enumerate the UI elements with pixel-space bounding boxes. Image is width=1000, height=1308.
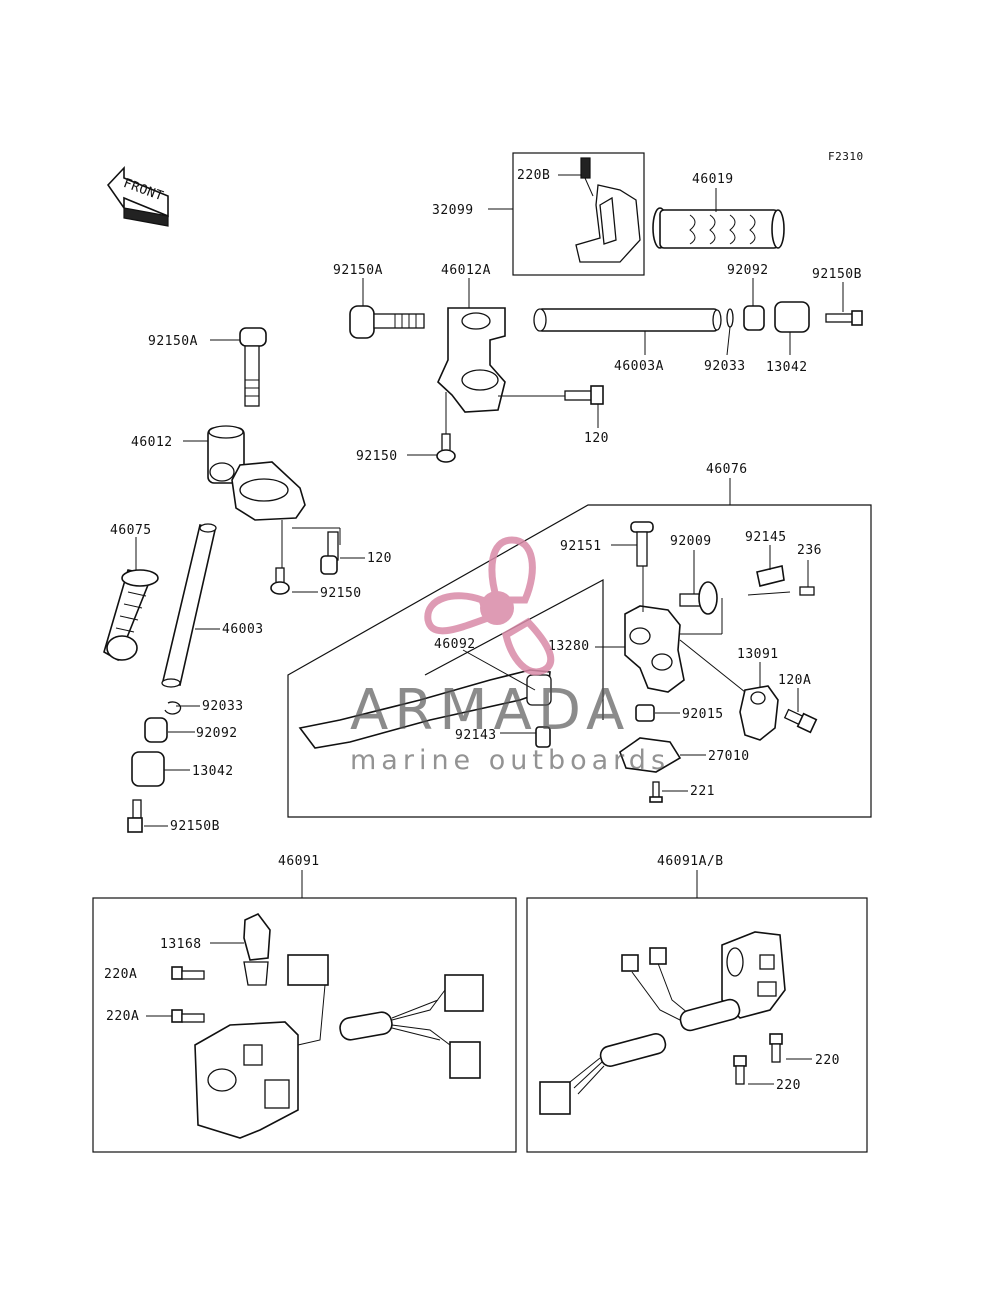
grip-46019-part [652, 207, 785, 249]
label-46019: 46019 [692, 172, 734, 187]
label-221: 221 [690, 784, 715, 799]
label-92145: 92145 [745, 530, 787, 545]
screw-220A-2-part [171, 1009, 205, 1023]
weight-92092-top-part [743, 305, 765, 331]
bushing-92015-part [635, 704, 655, 722]
label-92092-top: 92092 [727, 263, 769, 278]
lever-46092-part [298, 669, 552, 749]
bolt-92150-top-part [436, 433, 456, 463]
throttle-grip-part [575, 157, 641, 263]
bolt-92150B-top-part [825, 310, 863, 326]
watermark-tagline: marine outboards [350, 745, 670, 776]
lever-bracket-13280-part [624, 605, 685, 693]
switch-housing-left-part [194, 1021, 299, 1139]
label-13042-top: 13042 [766, 360, 808, 375]
label-92033-left: 92033 [202, 699, 244, 714]
label-13042-left: 13042 [192, 764, 234, 779]
holder-46012A-part [437, 307, 506, 413]
label-92150B-left: 92150B [170, 819, 220, 834]
end-13042-left-part [131, 751, 165, 787]
label-92009: 92009 [670, 534, 712, 549]
label-92015: 92015 [682, 707, 724, 722]
switch-housing-right-part [721, 931, 786, 1019]
label-120A: 120A [778, 673, 811, 688]
label-220B: 220B [517, 168, 550, 183]
wiring-harness-right-part [539, 947, 741, 1115]
label-236: 236 [797, 543, 822, 558]
label-46075: 46075 [110, 523, 152, 538]
bolt-120-top-part [564, 385, 604, 405]
adjuster-92009-part [679, 581, 718, 615]
label-92150-left: 92150 [320, 586, 362, 601]
label-46091: 46091 [278, 854, 320, 869]
ring-92033-top-part [726, 308, 734, 328]
grip-46075-part [103, 569, 159, 662]
switch-27010-part [619, 737, 682, 773]
handlebar-46003-part [161, 523, 217, 688]
bolt-92150B-left-part [127, 799, 143, 833]
label-92150B-top: 92150B [812, 267, 862, 282]
switch-46091-box [92, 897, 517, 1153]
screw-220-1-part [769, 1033, 783, 1063]
label-13091: 13091 [737, 647, 779, 662]
left-leader-lines [135, 339, 365, 827]
label-220-2: 220 [776, 1078, 801, 1093]
end-13042-top-part [774, 301, 810, 333]
label-92151: 92151 [560, 539, 602, 554]
label-92143: 92143 [455, 728, 497, 743]
clamp-13091-part [739, 685, 779, 741]
clip-92145-part [747, 565, 791, 596]
label-120-left: 120 [367, 551, 392, 566]
watermark-brand: ARMADA [350, 678, 630, 743]
label-46076: 46076 [706, 462, 748, 477]
lever-subbox [424, 578, 604, 720]
screw-220-2-part [733, 1055, 747, 1085]
screw-220A-1-part [171, 966, 205, 980]
watermark-logo: ARMADA marine outboards [350, 536, 670, 776]
label-220A-2: 220A [106, 1009, 139, 1024]
lever-leader-lines [462, 544, 809, 792]
wiring-harness-left-part [287, 954, 484, 1079]
label-92033-top: 92033 [704, 359, 746, 374]
ring-92033-left-part [164, 701, 182, 715]
part-13168 [243, 913, 271, 986]
lever-assembly-box [287, 504, 872, 818]
screw-221-part [649, 781, 663, 803]
bolt-92150-left-part [270, 567, 290, 595]
label-32099: 32099 [432, 203, 474, 218]
holder-46012-part [207, 425, 306, 521]
bolt-92150A-top-part [349, 305, 425, 339]
top-leader-lines [362, 174, 844, 456]
label-92150-top: 92150 [356, 449, 398, 464]
label-13168: 13168 [160, 937, 202, 952]
propeller-icon [424, 536, 555, 676]
figure-code: F2310 [828, 150, 864, 163]
label-220A-1: 220A [104, 967, 137, 982]
label-27010: 27010 [708, 749, 750, 764]
bolt-92150A-left-part [239, 327, 267, 407]
label-46012A: 46012A [441, 263, 491, 278]
label-92150A-left: 92150A [148, 334, 198, 349]
label-13280: 13280 [548, 639, 590, 654]
label-92150A-top: 92150A [333, 263, 383, 278]
throttle-grip-box [512, 152, 645, 276]
label-46092: 46092 [434, 637, 476, 652]
label-46003A: 46003A [614, 359, 664, 374]
front-arrow-icon: FRONT [106, 165, 169, 227]
label-46003: 46003 [222, 622, 264, 637]
screw-236-part [799, 586, 815, 596]
weight-92092-left-part [144, 717, 168, 743]
bolt-120-left-part [320, 531, 339, 575]
pin-92143-part [535, 726, 551, 748]
label-92092-left: 92092 [196, 726, 238, 741]
handlebar-46003A-part [533, 308, 722, 332]
label-46012: 46012 [131, 435, 173, 450]
label-220-1: 220 [815, 1053, 840, 1068]
bolt-92151-part [630, 521, 654, 567]
label-120-top: 120 [584, 431, 609, 446]
bolt-120A-part [783, 708, 818, 734]
label-46091AB: 46091A/B [657, 854, 724, 869]
